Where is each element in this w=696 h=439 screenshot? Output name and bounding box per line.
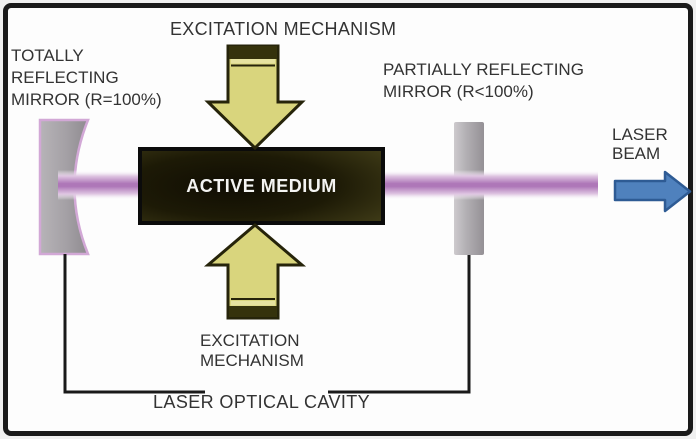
cavity-bracket-left xyxy=(63,254,205,394)
partially-reflecting-mirror-label: PARTIALLY REFLECTING MIRROR (R<100%) xyxy=(383,59,584,103)
label-line: REFLECTING xyxy=(11,68,119,87)
laser-optical-cavity-label: LASER OPTICAL CAVITY xyxy=(153,392,371,412)
label-line: MIRROR (R=100%) xyxy=(11,90,162,109)
excitation-mechanism-top-label: EXCITATION MECHANISM xyxy=(170,19,397,39)
excitation-arrow-down-icon xyxy=(204,44,306,151)
active-medium-label: ACTIVE MEDIUM xyxy=(186,175,337,196)
totally-reflecting-mirror-label: TOTALLY REFLECTING MIRROR (R=100%) xyxy=(11,45,162,111)
laser-beam-label: LASER BEAM xyxy=(612,125,668,163)
label-line: PARTIALLY REFLECTING xyxy=(383,60,584,79)
cavity-bracket-right xyxy=(328,255,471,394)
excitation-mechanism-bottom-label: EXCITATION MECHANISM xyxy=(200,331,304,371)
laser-output-arrow-icon xyxy=(613,170,692,213)
active-medium-box xyxy=(138,147,385,225)
label-line: BEAM xyxy=(612,144,661,163)
label-line: MIRROR (R<100%) xyxy=(383,82,534,101)
label-line: MECHANISM xyxy=(200,351,304,370)
label-line: TOTALLY xyxy=(11,46,84,65)
label-line: EXCITATION xyxy=(200,331,300,350)
excitation-arrow-up-icon xyxy=(203,223,307,320)
label-line: LASER xyxy=(612,125,668,144)
